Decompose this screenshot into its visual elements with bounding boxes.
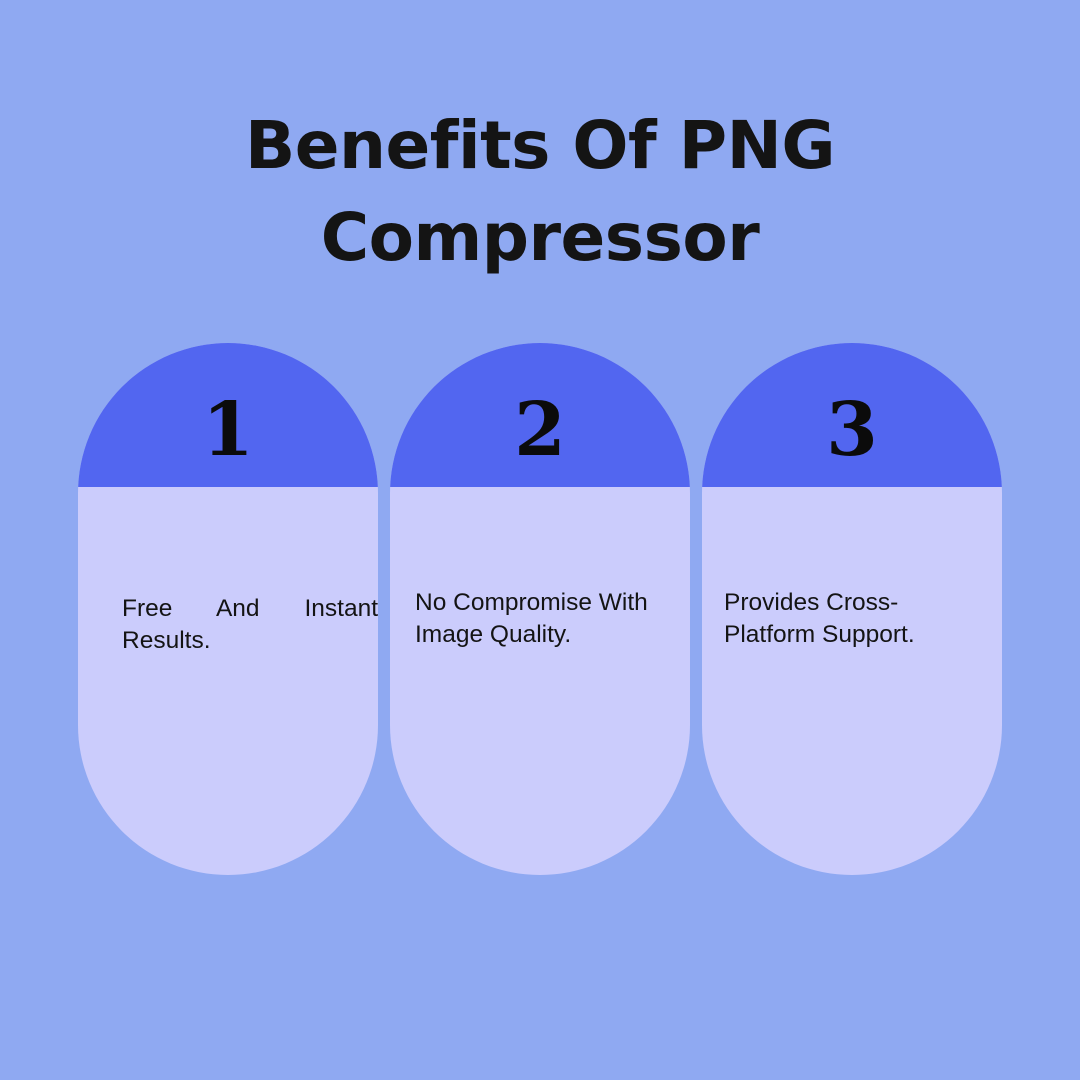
title-line-1: Benefits Of PNG [244, 107, 836, 184]
card-description: Free And Instant Results. [122, 595, 378, 654]
benefit-card-2: 2 No Compromise With Image Quality. [390, 343, 690, 875]
title-line-2: Compressor [320, 199, 760, 276]
card-header: 3 [702, 343, 1002, 487]
card-number: 3 [826, 387, 878, 473]
card-description: No Compromise With Image Quality. [415, 589, 648, 648]
benefit-card-1: 1 Free And Instant Results. [78, 343, 378, 875]
card-number: 2 [514, 387, 566, 473]
page-title: Benefits Of PNG Compressor [0, 100, 1080, 284]
card-header: 2 [390, 343, 690, 487]
card-number: 1 [202, 387, 254, 473]
card-header: 1 [78, 343, 378, 487]
benefit-card-3: 3 Provides Cross-Platform Support. [702, 343, 1002, 875]
card-description: Provides Cross-Platform Support. [724, 589, 915, 648]
